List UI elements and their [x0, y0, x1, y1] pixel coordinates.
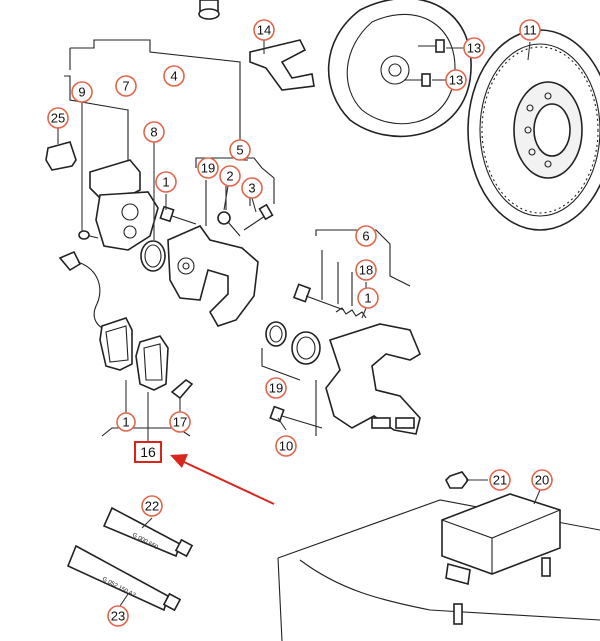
svg-text:10: 10: [279, 439, 293, 454]
callout-11[interactable]: 11: [519, 19, 541, 41]
leader-lines: [57, 40, 541, 607]
callout-21[interactable]: 21: [489, 469, 511, 491]
svg-text:19: 19: [201, 161, 215, 176]
svg-text:14: 14: [257, 23, 271, 38]
bolt-10: [269, 405, 323, 429]
highlight-arrow: [170, 454, 275, 505]
callout-20[interactable]: 20: [531, 469, 553, 491]
callout-3[interactable]: 3: [241, 177, 263, 199]
callout-1c[interactable]: 1: [116, 412, 136, 432]
svg-text:5: 5: [236, 143, 243, 158]
svg-text:23: 23: [111, 609, 125, 624]
callout-18[interactable]: 18: [355, 259, 377, 281]
sensor-cap-25: [45, 141, 77, 171]
callout-17[interactable]: 17: [169, 411, 191, 433]
group-6-frame: [315, 229, 411, 306]
guide-pin-2: [217, 211, 241, 237]
guide-bolt-6: [292, 283, 345, 311]
callout-7[interactable]: 7: [115, 75, 137, 97]
svg-text:18: 18: [359, 263, 373, 278]
caliper-housing: [89, 159, 159, 251]
callout-1b[interactable]: 1: [357, 287, 379, 309]
control-unit-20: [441, 493, 561, 625]
bolt-13a: [418, 39, 445, 53]
callout-23[interactable]: 23: [107, 605, 129, 627]
svg-text:22: 22: [145, 499, 159, 514]
svg-text:3: 3: [248, 181, 255, 196]
callout-1a[interactable]: 1: [155, 171, 177, 193]
callout-5[interactable]: 5: [229, 139, 251, 161]
svg-text:19: 19: [269, 381, 283, 396]
highlight-label-text: 16: [140, 444, 156, 460]
bleed-screw: [78, 230, 99, 240]
bleed-valve-3: [243, 203, 274, 231]
svg-text:25: 25: [51, 111, 65, 126]
highlight-label-16[interactable]: 16: [134, 441, 162, 463]
callout-25[interactable]: 25: [47, 107, 69, 129]
svg-text:13: 13: [449, 73, 463, 88]
hub-bolt: [198, 0, 220, 20]
callout-6[interactable]: 6: [355, 225, 377, 247]
guide-bolt-1a: [159, 205, 197, 225]
brake-disc: [467, 29, 600, 231]
svg-text:1: 1: [364, 291, 371, 306]
svg-text:13: 13: [467, 41, 481, 56]
seal-ring: [140, 240, 166, 272]
svg-text:20: 20: [535, 473, 549, 488]
svg-text:7: 7: [122, 79, 129, 94]
wear-sensor-wire: [58, 250, 111, 331]
svg-text:8: 8: [150, 125, 157, 140]
svg-text:21: 21: [493, 473, 507, 488]
callout-10[interactable]: 10: [275, 435, 297, 457]
bracket-14: [249, 39, 315, 91]
caliper-group-frame: [64, 39, 248, 180]
svg-text:17: 17: [173, 415, 187, 430]
callout-14[interactable]: 14: [253, 19, 275, 41]
splash-plate: [327, 0, 472, 138]
callout-22[interactable]: 22: [141, 495, 163, 517]
svg-text:11: 11: [523, 23, 537, 38]
svg-text:6: 6: [362, 229, 369, 244]
bolt-13b: [404, 73, 431, 87]
nut-21: [445, 471, 469, 489]
brake-pad-outer: [135, 335, 169, 391]
callout-2[interactable]: 2: [219, 165, 241, 187]
callout-19b[interactable]: 19: [265, 377, 287, 399]
spring-18: [335, 307, 367, 319]
svg-text:1: 1: [122, 415, 129, 430]
caliper-frame-second: [325, 323, 422, 435]
piston-seals-19: [265, 321, 321, 365]
svg-text:4: 4: [170, 69, 177, 84]
anti-rattle-spring-17: [170, 378, 194, 400]
callout-8[interactable]: 8: [143, 121, 165, 143]
callout-9[interactable]: 9: [71, 81, 93, 103]
callout-13a[interactable]: 13: [463, 37, 485, 59]
brake-pad-inner: [99, 317, 133, 371]
grease-tube-upper: G 000 650: [102, 506, 194, 558]
svg-text:1: 1: [162, 175, 169, 190]
caliper-carrier: [167, 225, 259, 327]
callout-19a[interactable]: 19: [197, 157, 219, 179]
callout-13b[interactable]: 13: [445, 69, 467, 91]
svg-text:9: 9: [78, 85, 85, 100]
callout-4[interactable]: 4: [163, 65, 185, 87]
svg-text:2: 2: [226, 169, 233, 184]
